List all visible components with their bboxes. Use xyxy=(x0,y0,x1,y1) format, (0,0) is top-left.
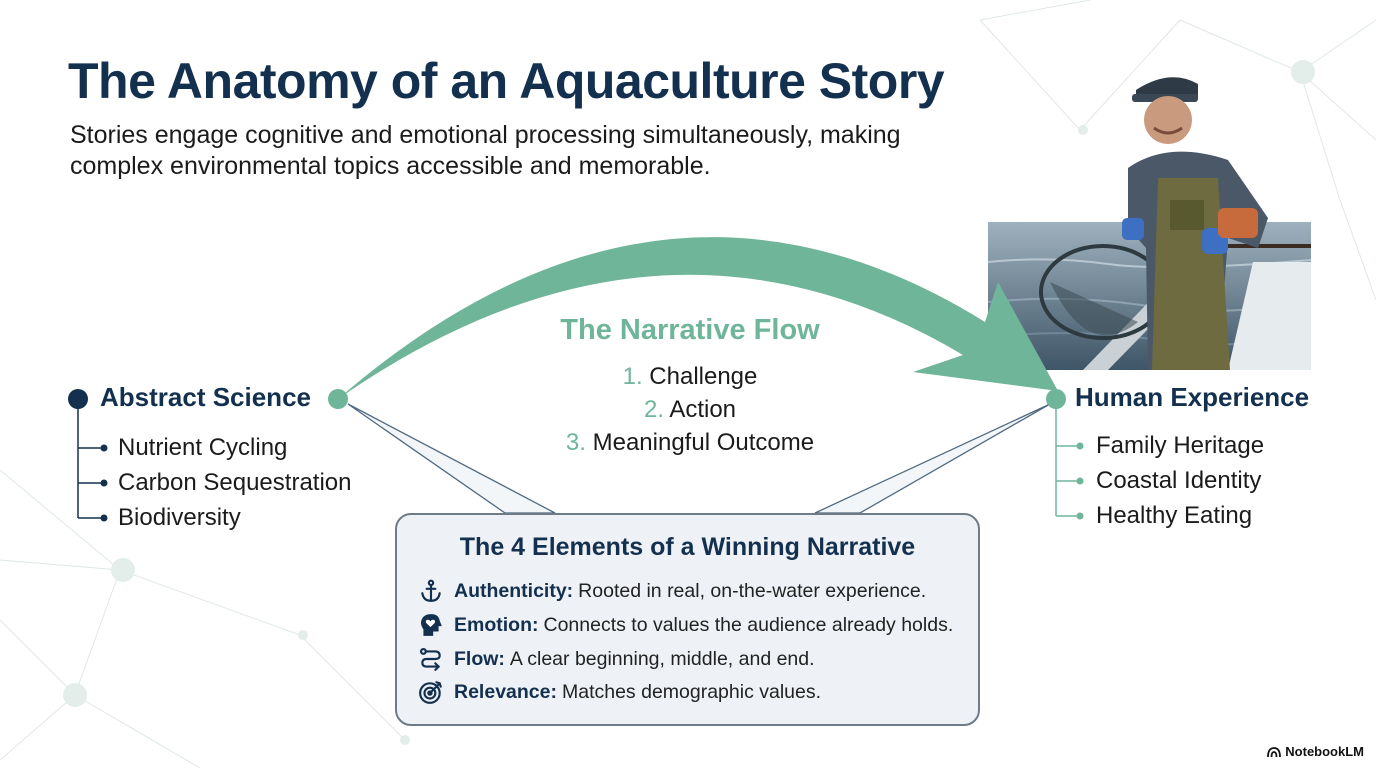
anchor-icon xyxy=(418,578,444,604)
abstract-science-heading: Abstract Science xyxy=(100,382,311,412)
flow-step: 1. Challenge xyxy=(520,360,860,393)
element-item-authenticity: Authenticity: Rooted in real, on-the-wat… xyxy=(418,574,926,608)
element-item-emotion: Emotion: Connects to values the audience… xyxy=(418,608,953,642)
element-description: Matches demographic values. xyxy=(561,680,822,703)
list-item: Coastal Identity xyxy=(1096,467,1262,494)
flow-step-number: 2. xyxy=(643,396,664,423)
abstract-science-list: Nutrient Cycling Carbon Sequestration Bi… xyxy=(118,430,351,535)
science-tree-lines xyxy=(77,399,104,519)
list-item: Biodiversity xyxy=(118,504,241,531)
flow-step-number: 1. xyxy=(622,363,643,390)
list-item: Carbon Sequestration xyxy=(118,469,352,496)
element-description: A clear beginning, middle, and end. xyxy=(509,647,815,670)
human-experience-list: Family Heritage Coastal Identity Healthy… xyxy=(1096,428,1264,533)
flow-step-label: Action xyxy=(669,396,737,423)
human-experience-node xyxy=(1046,389,1066,409)
element-label: Relevance: xyxy=(454,680,557,703)
science-bullets xyxy=(100,444,108,522)
flow-step: 3. Meaningful Outcome xyxy=(520,426,860,459)
notebooklm-logo-icon xyxy=(1267,746,1282,758)
narrative-flow-arrow xyxy=(338,237,1058,399)
elements-box-title: The 4 Elements of a Winning Narrative xyxy=(459,533,916,561)
list-item: Healthy Eating xyxy=(1096,502,1253,529)
flow-path-icon xyxy=(418,646,444,672)
element-description: Rooted in real, on-the-water experience. xyxy=(578,579,927,602)
flow-step-label: Challenge xyxy=(649,363,758,390)
arrow-start-node xyxy=(328,389,348,409)
flow-step: 2. Action xyxy=(520,393,860,426)
narrative-flow-steps: 1. Challenge 2. Action 3. Meaningful Out… xyxy=(520,360,860,459)
flow-step-label: Meaningful Outcome xyxy=(592,429,815,456)
target-icon xyxy=(418,679,444,705)
element-label: Flow: xyxy=(454,647,505,670)
flow-step-number: 3. xyxy=(565,429,586,456)
human-tree-lines xyxy=(1055,399,1080,517)
list-item: Family Heritage xyxy=(1096,432,1265,459)
callout-connector-lines xyxy=(347,403,1051,514)
human-experience-heading: Human Experience xyxy=(1075,382,1310,412)
list-item: Nutrient Cycling xyxy=(118,434,288,461)
element-item-flow: Flow: A clear beginning, middle, and end… xyxy=(418,642,815,676)
fisherman-figure xyxy=(1118,68,1288,370)
notebooklm-brand: NotebookLM xyxy=(1267,744,1364,759)
page-title: The Anatomy of an Aquaculture Story xyxy=(68,53,945,109)
abstract-science-node xyxy=(68,389,88,409)
element-description: Connects to values the audience already … xyxy=(543,613,954,636)
element-label: Authenticity: xyxy=(454,579,574,602)
human-bullets xyxy=(1076,442,1084,520)
element-item-relevance: Relevance: Matches demographic values. xyxy=(418,675,821,709)
elements-callout-box xyxy=(395,513,980,726)
brand-label: NotebookLM xyxy=(1285,744,1364,759)
element-label: Emotion: xyxy=(454,613,539,636)
narrative-flow-title: The Narrative Flow xyxy=(560,314,820,346)
page-subtitle: Stories engage cognitive and emotional p… xyxy=(70,121,901,180)
heart-head-icon xyxy=(418,612,444,638)
